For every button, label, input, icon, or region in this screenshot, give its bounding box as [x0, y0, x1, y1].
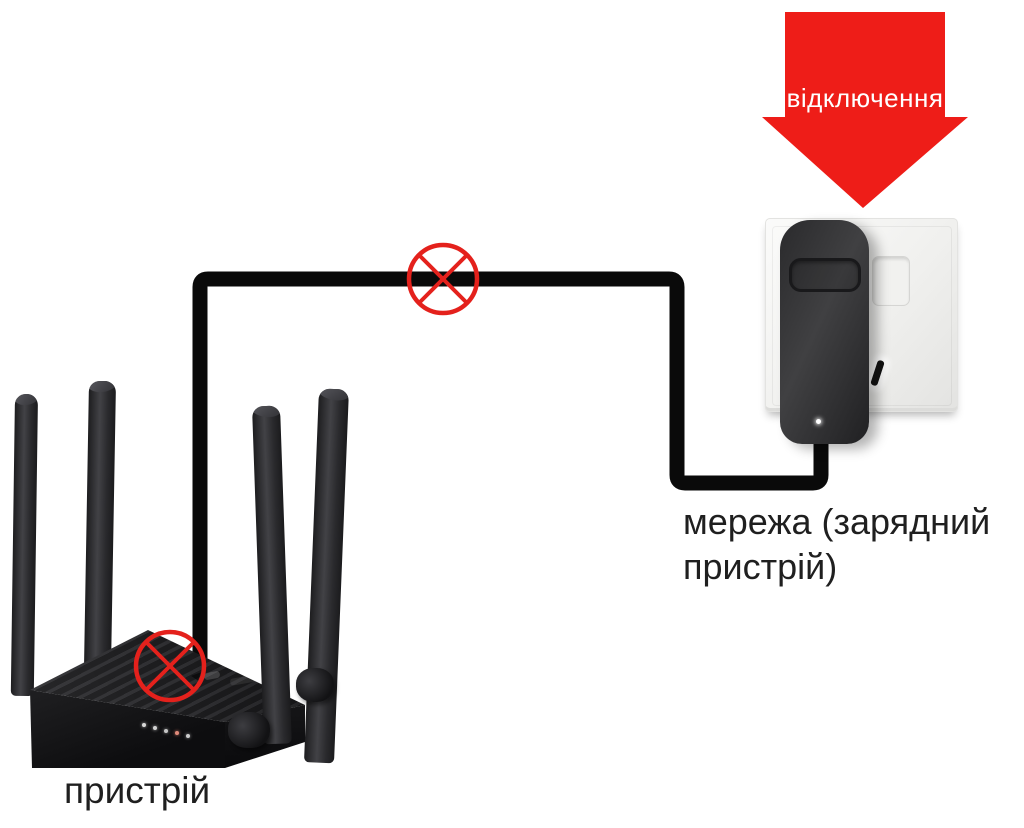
router-antenna — [304, 388, 349, 764]
no-sign-ring — [406, 242, 480, 316]
no-sign-cross-line — [417, 253, 469, 305]
power-cable — [192, 271, 829, 660]
device-label: пристрій — [64, 770, 211, 811]
router-led — [175, 731, 179, 735]
power-adapter — [780, 220, 869, 444]
arrow-label: відключення — [786, 83, 944, 113]
crossed-circle-icon — [406, 242, 480, 316]
adapter-led — [816, 419, 821, 424]
router-antenna — [10, 393, 38, 697]
router-led — [142, 723, 146, 727]
power-source-label: мережа (зарядний пристрій) — [683, 499, 990, 589]
router-led — [164, 729, 168, 733]
router-led — [186, 734, 190, 738]
power-source-label-line1: мережа (зарядний — [683, 501, 991, 542]
down-arrow-icon: відключення — [762, 12, 968, 208]
antenna-hinge — [228, 712, 270, 748]
antenna-hinge — [296, 668, 334, 702]
adapter-indent — [789, 258, 861, 292]
router-led — [153, 726, 157, 730]
outlet-switch-recess — [872, 256, 910, 306]
router-antenna — [83, 380, 116, 690]
no-sign-cross-line — [417, 253, 469, 305]
power-source-label-line2: пристрій) — [683, 546, 838, 587]
